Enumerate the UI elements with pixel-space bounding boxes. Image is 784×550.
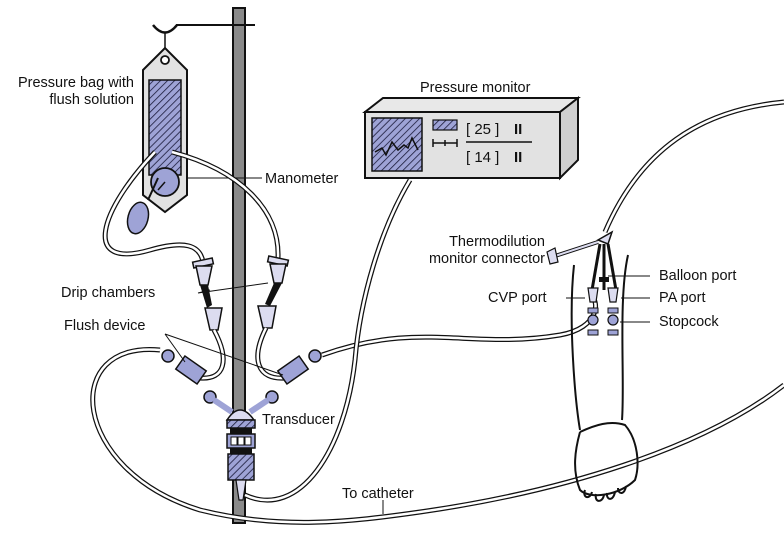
pressure-monitor: [ 25 ] II [ 14 ] II (362, 95, 581, 181)
monitor-screen (371, 117, 423, 172)
label-pressure-monitor: Pressure monitor (420, 80, 531, 96)
flush-device-left (161, 349, 217, 404)
catheter-hub (546, 230, 619, 336)
readout-top: [ 25 ] (466, 121, 499, 138)
bars-bottom: II (514, 149, 522, 166)
label-pa-port: PA port (659, 290, 706, 306)
drip-chamber-left (191, 257, 223, 331)
balloon-port-valve (599, 277, 609, 282)
label-drip-chambers: Drip chambers (61, 285, 156, 301)
label-thermodilution-line1: Thermodilution (449, 234, 545, 250)
manometer-gauge (150, 167, 262, 197)
cvp-port-connector (587, 287, 599, 303)
label-to-catheter: To catheter (342, 486, 414, 502)
label-balloon-port: Balloon port (659, 268, 737, 284)
readout-bottom: [ 14 ] (466, 149, 499, 166)
label-thermodilution: Thermodilution monitor connector (395, 234, 545, 268)
label-flush-device: Flush device (64, 318, 146, 334)
inflation-bulb (126, 177, 159, 235)
left-loop-tubing (90, 347, 784, 525)
label-pressure-bag-line2: flush solution (49, 92, 134, 108)
flush-device-right (265, 349, 322, 404)
thermodilution-connector (546, 247, 559, 265)
label-cvp-port: CVP port (488, 290, 547, 306)
pa-port-connector (607, 287, 619, 303)
bag-tubing (102, 149, 281, 263)
waveform (374, 136, 419, 157)
stopcock-left (587, 314, 599, 326)
label-stopcock: Stopcock (659, 314, 719, 330)
label-thermodilution-line2: monitor connector (428, 251, 545, 267)
leader-lines (164, 275, 650, 514)
stopcock-right (607, 314, 619, 326)
drip-chamber-right (257, 255, 290, 329)
transducer (212, 397, 270, 501)
iv-pole (152, 7, 255, 524)
flush-tubing (199, 326, 286, 381)
label-manometer: Manometer (265, 171, 339, 187)
label-transducer: Transducer (262, 412, 335, 428)
label-pressure-bag: Pressure bag with flush solution (0, 75, 134, 109)
label-pressure-bag-line1: Pressure bag with (17, 75, 134, 91)
pressure-bag (142, 46, 188, 214)
bars-top: II (514, 121, 522, 138)
patient-arm (570, 254, 639, 502)
